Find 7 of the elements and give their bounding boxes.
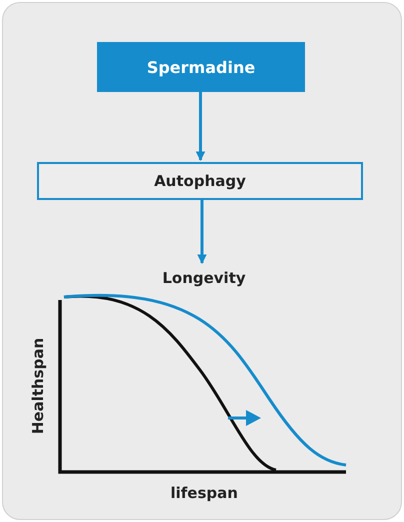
arrow: [197, 200, 207, 264]
axis-label: lifespan: [170, 484, 238, 502]
arrow: [196, 92, 206, 161]
process-box: Spermadine: [97, 42, 305, 92]
process-box: Autophagy: [37, 162, 363, 200]
outcome-text: Longevity: [142, 265, 266, 291]
axis-label: Healthspan: [29, 338, 48, 434]
